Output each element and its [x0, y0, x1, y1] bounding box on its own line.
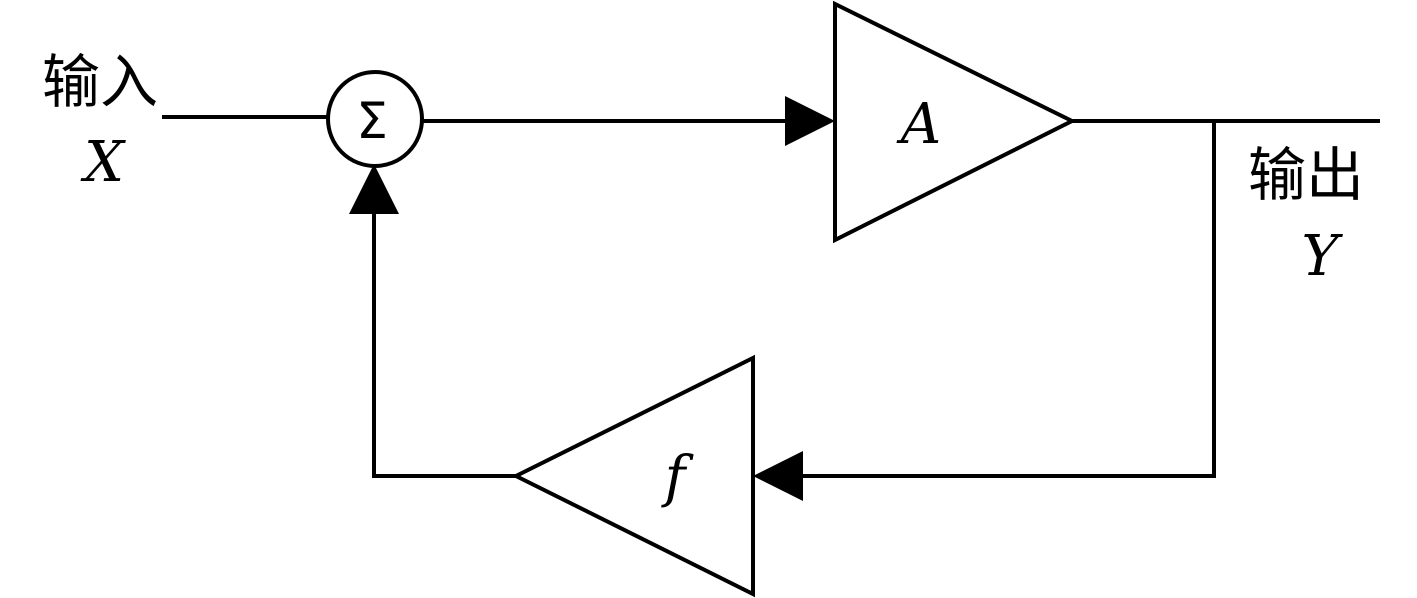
- feedback-return-wire: [372, 210, 516, 478]
- input-symbol: X: [80, 130, 126, 195]
- feedback-arrowhead: [753, 451, 803, 501]
- forward-amplifier-triangle: [833, 0, 1077, 244]
- input-label: 输入: [42, 48, 158, 116]
- feedback-return-arrowhead: [349, 164, 399, 214]
- forward-amplifier-label: A: [896, 92, 941, 157]
- feedback-tap-wire: [800, 121, 1216, 478]
- forward-arrowhead: [785, 96, 835, 146]
- feedback-amplifier-triangle: [511, 354, 755, 598]
- summing-symbol: Σ: [356, 92, 388, 150]
- output-label: 输出: [1248, 141, 1364, 209]
- output-symbol: Y: [1302, 224, 1344, 289]
